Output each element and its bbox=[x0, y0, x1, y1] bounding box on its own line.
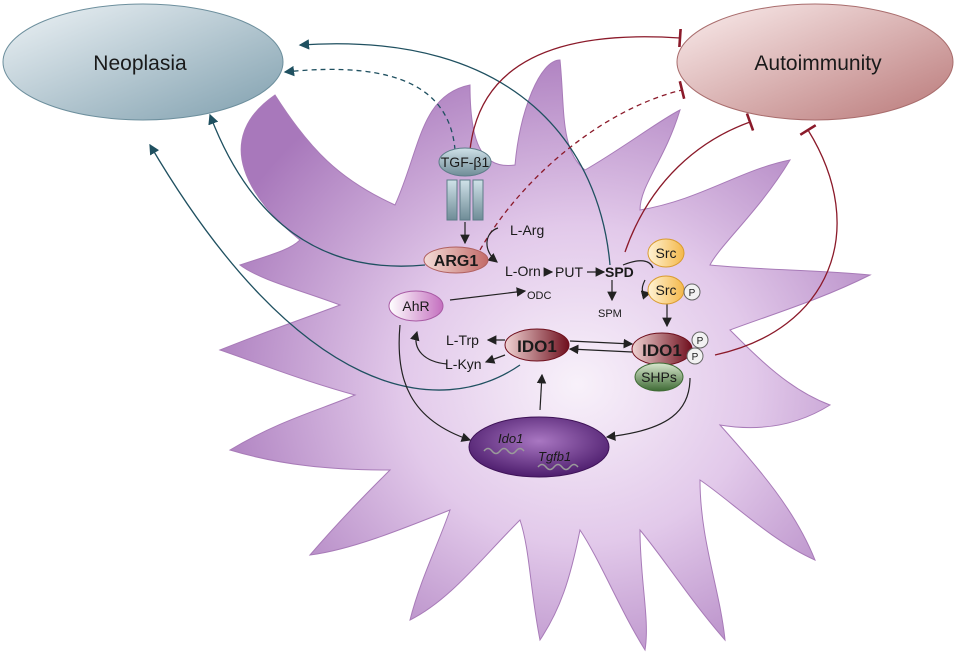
dna-helix-2 bbox=[537, 463, 579, 471]
tgfb1-gene-label: Tgfb1 bbox=[538, 449, 571, 464]
arg1-to-neoplasia-arrow bbox=[208, 113, 426, 267]
src-label: Src bbox=[656, 245, 677, 261]
ahr-node: AhR bbox=[388, 290, 444, 322]
spd-label: SPD bbox=[605, 264, 634, 280]
l-trp-label: L-Trp bbox=[446, 332, 479, 348]
neoplasia-arrows bbox=[149, 39, 611, 391]
autoimmunity-label: Autoimmunity bbox=[754, 52, 882, 75]
src-phospho-label: Src bbox=[656, 282, 677, 298]
src-phospho-node: Src P bbox=[647, 275, 701, 305]
pathway-arrows bbox=[398, 227, 691, 442]
autoimmunity-arrows bbox=[469, 28, 838, 356]
ido1-gene-label: Ido1 bbox=[498, 431, 523, 446]
ido1-label: IDO1 bbox=[517, 337, 557, 356]
src-phosphate-label: P bbox=[689, 288, 696, 299]
shps-label: SHPs bbox=[641, 369, 677, 385]
arg1-label: ARG1 bbox=[434, 253, 479, 270]
l-kyn-label: L-Kyn bbox=[445, 356, 482, 372]
l-arg-label: L-Arg bbox=[510, 222, 544, 238]
spd-to-neoplasia-arrow bbox=[298, 39, 611, 266]
ido1-node: IDO1 bbox=[504, 328, 570, 362]
tgf-beta-receptor: TGF-β1 bbox=[438, 147, 492, 245]
tgf-to-neoplasia-arrow bbox=[283, 65, 456, 151]
ido1-phosphate-2-label: P bbox=[692, 352, 699, 363]
spm-label: SPM bbox=[598, 308, 622, 320]
neoplasia-label: Neoplasia bbox=[93, 52, 187, 75]
ido1-phospho-label: IDO1 bbox=[642, 341, 682, 360]
spd-inhibits-autoimmunity bbox=[624, 112, 755, 253]
tgf-inhibits-autoimmunity bbox=[469, 28, 682, 151]
autoimmunity-outcome: Autoimmunity bbox=[676, 3, 954, 121]
tgf-beta-ligand-label: TGF-β1 bbox=[441, 154, 490, 170]
ido1p-inhibits-autoimmunity bbox=[714, 124, 838, 356]
put-label: PUT bbox=[555, 264, 583, 280]
odc-label: ODC bbox=[527, 290, 552, 302]
ido1-phosphate-1-label: P bbox=[697, 336, 704, 347]
ido1-phospho-complex: IDO1 P P SHPs bbox=[631, 331, 709, 392]
src-node: Src bbox=[647, 238, 685, 268]
arg1-node: ARG1 bbox=[423, 246, 489, 274]
l-orn-label: L-Orn bbox=[505, 263, 541, 279]
neoplasia-outcome: Neoplasia bbox=[2, 3, 284, 121]
ido1-to-neoplasia-arrow bbox=[149, 143, 521, 391]
nucleus: Ido1 Tgfb1 bbox=[468, 416, 610, 478]
dna-helix-1 bbox=[483, 447, 525, 455]
ahr-label: AhR bbox=[402, 298, 429, 314]
arg1-inhibits-autoimmunity bbox=[479, 80, 686, 251]
